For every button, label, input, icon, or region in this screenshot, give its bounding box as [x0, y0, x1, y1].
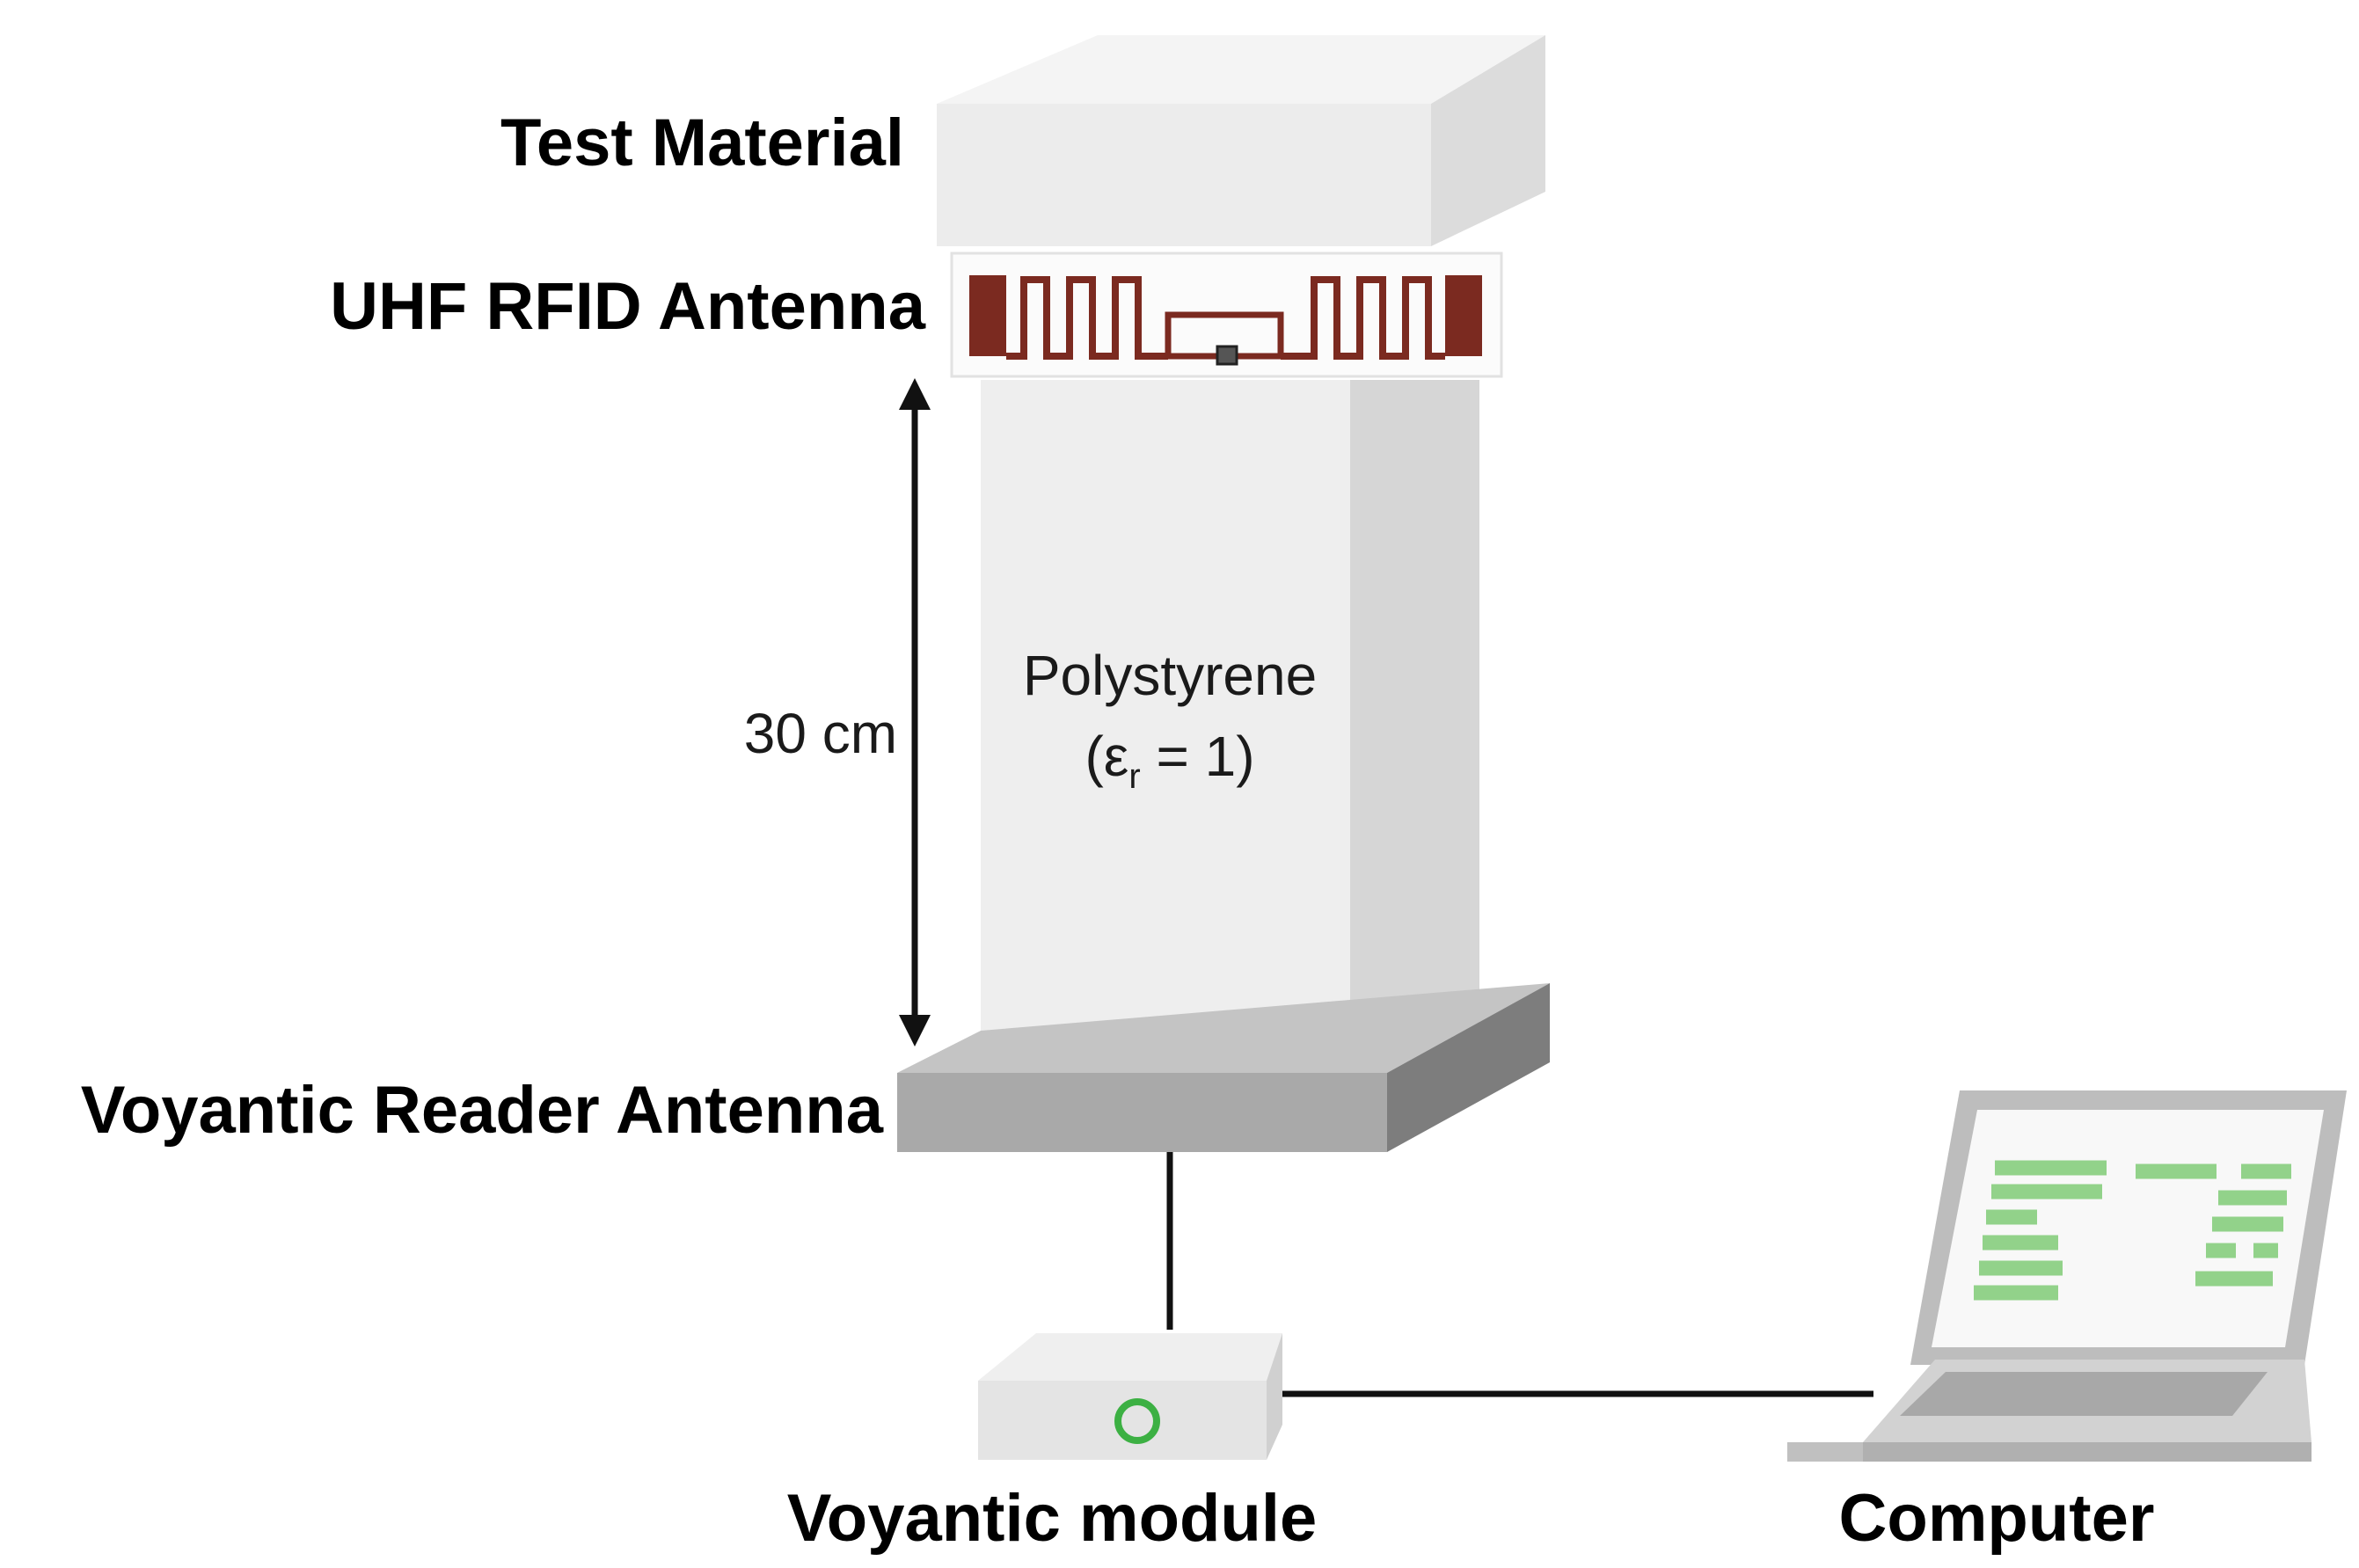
module-side-face	[1267, 1333, 1282, 1460]
rfid-feed-loop	[1165, 311, 1284, 356]
voyantic-module-box	[978, 1333, 1282, 1460]
test-material-top-face	[937, 35, 1545, 104]
voyantic-reader-antenna-label: Voyantic Reader Antenna	[81, 1073, 884, 1148]
voyantic-reader-antenna	[897, 983, 1550, 1152]
polystyrene-side-face	[1350, 380, 1479, 1055]
laptop-icon	[1787, 1090, 2347, 1462]
test-material-label: Test Material	[500, 106, 904, 180]
rfid-meander-trace-right	[1281, 276, 1445, 360]
laptop-keyboard-area	[1900, 1372, 2268, 1416]
distance-arrowhead-bottom	[899, 1015, 931, 1047]
distance-label: 30 cm	[744, 702, 897, 765]
polystyrene-front-face	[981, 380, 1350, 1055]
polystyrene-column: Polystyrene (εr = 1)	[981, 380, 1479, 1055]
laptop-screen-content	[1974, 1160, 2291, 1301]
green-ring-led-icon	[1114, 1398, 1160, 1444]
permittivity-label: (εr = 1)	[1085, 725, 1254, 796]
laptop-base-left-edge	[1787, 1442, 1863, 1462]
reader-antenna-front-face	[897, 1073, 1387, 1152]
rfid-right-pad	[1445, 275, 1482, 356]
reader-antenna-top-face	[897, 983, 1550, 1073]
module-top-face	[978, 1333, 1282, 1381]
test-material-side-face	[1431, 35, 1545, 246]
module-front-face	[978, 1381, 1267, 1460]
test-material-front-face	[937, 104, 1431, 246]
test-material-block	[937, 35, 1545, 246]
rfid-left-pad	[969, 275, 1006, 356]
computer-label: Computer	[1839, 1481, 2155, 1556]
laptop-base-front	[1787, 1442, 2312, 1462]
voyantic-module-label: Voyantic module	[787, 1481, 1317, 1556]
rfid-meander-trace-left	[1006, 276, 1168, 360]
distance-arrowhead-top	[899, 378, 931, 410]
polystyrene-label: Polystyrene	[1023, 644, 1317, 707]
uhf-rfid-antenna-label: UHF RFID Antenna	[330, 269, 926, 344]
rfid-chip-icon	[1216, 345, 1238, 366]
reader-antenna-side-face	[1387, 983, 1550, 1152]
distance-dimension-arrow: 30 cm	[744, 378, 931, 1047]
uhf-rfid-antenna-tag	[950, 252, 1503, 378]
